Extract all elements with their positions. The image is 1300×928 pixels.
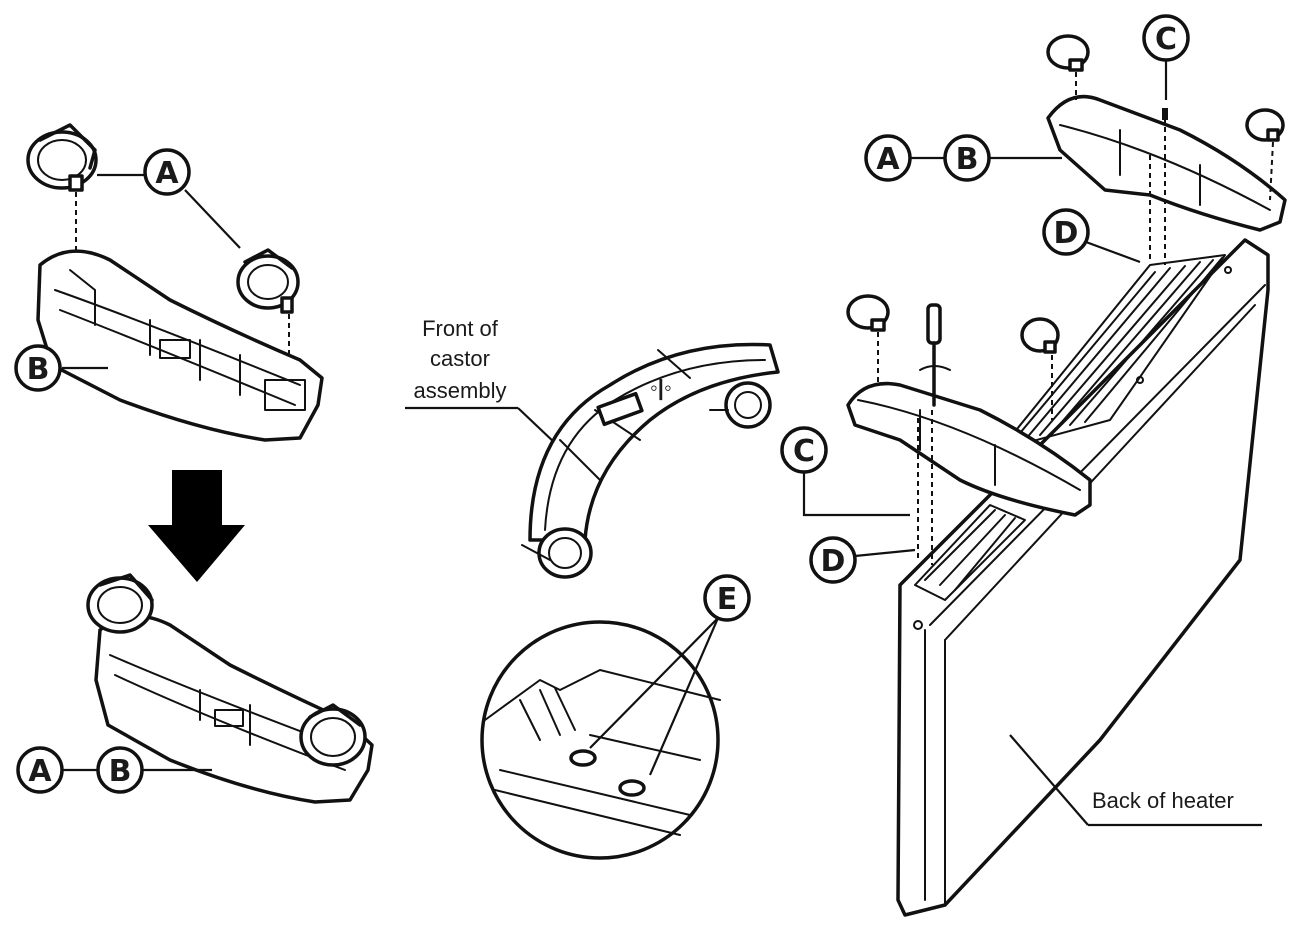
label-d-top-right: D <box>1042 208 1090 256</box>
caption-front-line2: castor <box>430 346 490 371</box>
screwdriver-icon <box>919 303 951 407</box>
label-c-text: C <box>1155 22 1177 57</box>
label-c-lower: C <box>780 426 828 474</box>
castor-wheel-rt-left <box>1046 34 1090 72</box>
castor-wheel-right-bottom <box>299 703 367 767</box>
label-a-bottom-left: A <box>16 746 64 794</box>
label-a-text: A <box>155 156 179 191</box>
label-d-lower: D <box>809 536 857 584</box>
castor-wheel-right-top <box>236 248 300 314</box>
label-b-bottom-left: B <box>96 746 144 794</box>
label-b-text: B <box>956 142 979 177</box>
detail-magnifier: E <box>480 574 751 860</box>
label-c-text: C <box>793 434 815 469</box>
castor-base-top <box>36 249 324 442</box>
heater-assembly: C A B D <box>780 14 1287 917</box>
caption-front-line1: Front of <box>422 316 499 341</box>
label-d-text: D <box>1054 216 1079 251</box>
symbol-icon: ◦|◦ <box>650 375 672 400</box>
label-d-text: D <box>821 544 846 579</box>
caption-back: Back of heater <box>1092 788 1234 813</box>
castor-wheel-mid-front <box>537 527 593 579</box>
castor-wheel-rb-left <box>846 294 890 332</box>
label-a-text: A <box>876 142 900 177</box>
label-b-top-right: B <box>943 134 991 182</box>
middle-castor-front: Front of castor assembly ◦|◦ <box>405 316 780 579</box>
castor-wheel-mid-back <box>724 381 772 429</box>
down-arrow-icon <box>148 470 245 582</box>
label-b-text: B <box>27 352 50 387</box>
label-b-text: B <box>109 754 132 789</box>
castor-wheel-rb-right <box>1020 317 1060 354</box>
label-a-top-left: A <box>143 148 191 196</box>
label-a-top-right: A <box>864 134 912 182</box>
castor-wheel-left-top <box>26 123 98 192</box>
castor-base-right-bottom <box>846 381 1092 517</box>
castor-wheel-rt-right <box>1245 108 1285 142</box>
caption-front-line3: assembly <box>414 378 507 403</box>
label-e-text: E <box>717 582 738 617</box>
left-top-assembly: A B <box>14 123 324 442</box>
castor-base-right-top <box>1046 94 1287 232</box>
label-a-text: A <box>28 754 52 789</box>
label-e: E <box>703 574 751 622</box>
heater-grille <box>914 254 1226 601</box>
castor-wheel-left-bottom <box>86 573 154 634</box>
label-b-top-left: B <box>14 344 62 392</box>
left-bottom-assembly: A B <box>16 573 374 804</box>
label-c-top-right: C <box>1142 14 1190 62</box>
